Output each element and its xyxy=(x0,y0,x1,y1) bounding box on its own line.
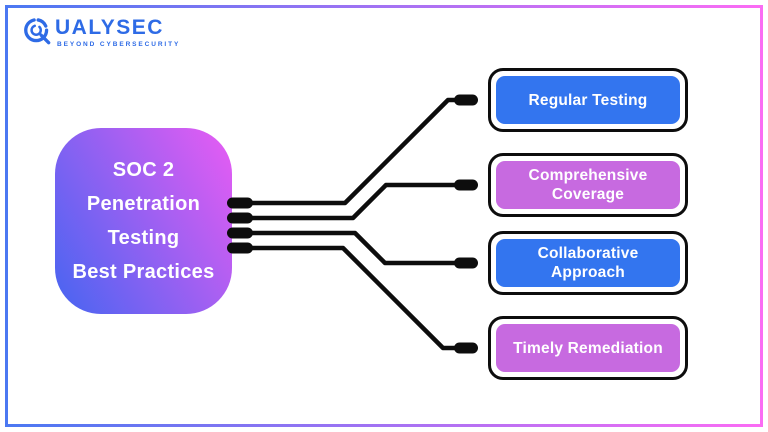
node-fill: Timely Remediation xyxy=(496,324,680,372)
node-regular-testing: Regular Testing xyxy=(488,68,688,132)
node-label: Comprehensive Coverage xyxy=(528,167,648,203)
node-fill: Collaborative Approach xyxy=(496,239,680,287)
center-node: SOC 2 Penetration Testing Best Practices xyxy=(55,128,232,314)
node-fill: Comprehensive Coverage xyxy=(496,161,680,209)
connector-endpoint xyxy=(454,257,478,269)
connector-line xyxy=(247,245,459,351)
node-collaborative-approach: Collaborative Approach xyxy=(488,231,688,295)
node-label: Regular Testing xyxy=(528,91,648,109)
node-label: Collaborative Approach xyxy=(537,245,639,281)
connector-endpoint xyxy=(227,242,253,254)
center-node-title-line: SOC 2 xyxy=(112,159,175,181)
node-comprehensive-coverage: Comprehensive Coverage xyxy=(488,153,688,217)
node-timely-remediation: Timely Remediation xyxy=(488,316,688,380)
center-node-title-line: Testing xyxy=(107,227,180,249)
logo-text: UALYSEC BEYOND CYBERSECURITY xyxy=(55,16,180,48)
qualysec-logo: UALYSEC BEYOND CYBERSECURITY xyxy=(22,16,180,48)
node-fill: Regular Testing xyxy=(496,76,680,124)
connector-line xyxy=(247,182,459,221)
connector-endpoint xyxy=(227,212,253,224)
logo-wordmark: UALYSEC xyxy=(55,16,164,39)
connector-endpoint xyxy=(454,342,478,354)
connector-line xyxy=(247,97,459,206)
connector-endpoint xyxy=(454,94,478,106)
center-node-title-line: Best Practices xyxy=(72,261,215,283)
center-node-title-line: Penetration xyxy=(86,193,201,215)
connector-endpoint xyxy=(227,227,253,239)
connector-endpoint xyxy=(227,197,253,209)
connector-endpoint xyxy=(454,179,478,191)
q-logo-icon xyxy=(22,16,52,46)
connector-line xyxy=(247,230,459,266)
logo-tagline: BEYOND CYBERSECURITY xyxy=(57,41,181,48)
node-label: Timely Remediation xyxy=(513,339,663,357)
